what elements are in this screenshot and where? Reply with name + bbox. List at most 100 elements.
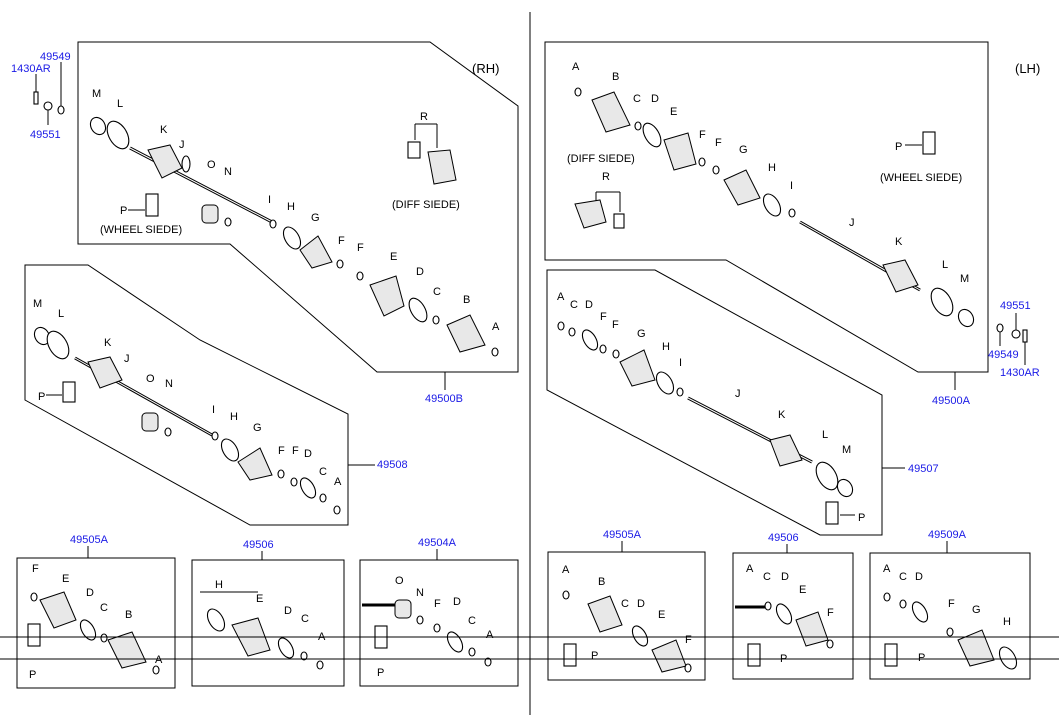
svg-text:A: A	[883, 563, 891, 575]
svg-text:C: C	[468, 615, 476, 627]
svg-text:F: F	[357, 242, 364, 254]
box-49505a-right	[547, 551, 706, 681]
svg-text:M: M	[33, 298, 42, 310]
svg-text:A: A	[562, 564, 570, 576]
pn-49508: 49508	[377, 459, 408, 471]
box-49506-right	[732, 552, 854, 680]
svg-text:N: N	[416, 587, 424, 599]
svg-text:R: R	[420, 111, 428, 123]
boot-g	[299, 235, 333, 269]
svg-text:G: G	[637, 328, 646, 340]
part-p-lh	[922, 131, 936, 155]
ring-m	[89, 116, 107, 136]
wheel-side-rh: (WHEEL SIEDE)	[100, 224, 182, 236]
svg-text:I: I	[679, 357, 682, 369]
svg-text:A: A	[557, 291, 565, 303]
svg-text:P: P	[858, 512, 865, 524]
svg-text:C: C	[899, 571, 907, 583]
svg-text:H: H	[1003, 616, 1011, 628]
pn-49551-left: 49551	[30, 129, 61, 141]
svg-text:M: M	[92, 88, 101, 100]
pn-49549-left: 49549	[40, 51, 71, 63]
svg-text:F: F	[948, 598, 955, 610]
svg-text:D: D	[453, 596, 461, 608]
svg-text:C: C	[633, 93, 641, 105]
svg-text:D: D	[637, 598, 645, 610]
svg-text:N: N	[224, 166, 232, 178]
svg-text:C: C	[319, 466, 327, 478]
svg-text:R: R	[602, 171, 610, 183]
svg-text:D: D	[304, 448, 312, 460]
svg-text:C: C	[763, 571, 771, 583]
svg-text:O: O	[395, 575, 404, 587]
svg-text:C: C	[570, 299, 578, 311]
svg-text:K: K	[160, 124, 168, 136]
ring-h	[282, 226, 302, 250]
ring-l	[106, 120, 130, 150]
pn-1430ar-right: 1430AR	[1000, 367, 1040, 379]
svg-text:A: A	[155, 654, 163, 666]
svg-text:G: G	[972, 604, 981, 616]
rh-label: (RH)	[472, 61, 499, 76]
svg-text:D: D	[416, 266, 424, 278]
svg-text:C: C	[433, 286, 441, 298]
svg-text:E: E	[256, 593, 263, 605]
svg-text:F: F	[32, 563, 39, 575]
svg-text:I: I	[212, 404, 215, 416]
svg-text:F: F	[292, 445, 299, 457]
inner-joint-b	[446, 314, 486, 353]
svg-text:A: A	[492, 321, 500, 333]
svg-text:E: E	[799, 584, 806, 596]
box-49509a	[869, 552, 1031, 680]
svg-text:F: F	[278, 445, 285, 457]
svg-text:I: I	[268, 194, 271, 206]
svg-text:H: H	[215, 579, 223, 591]
pn-49551-right: 49551	[1000, 300, 1031, 312]
svg-text:H: H	[662, 341, 670, 353]
pn-49500b: 49500B	[425, 393, 463, 405]
svg-text:E: E	[670, 106, 677, 118]
svg-text:D: D	[781, 571, 789, 583]
panel-49508	[24, 264, 349, 526]
svg-text:D: D	[915, 571, 923, 583]
pn-49505a-right: 49505A	[603, 529, 642, 541]
washer-icon	[57, 105, 65, 115]
svg-text:K: K	[778, 409, 786, 421]
svg-text:D: D	[86, 587, 94, 599]
box-49505a-left	[16, 557, 176, 689]
svg-text:E: E	[390, 251, 397, 263]
svg-text:F: F	[338, 235, 345, 247]
panel-49507	[546, 269, 883, 536]
svg-text:E: E	[658, 609, 665, 621]
box-49506-left	[191, 559, 345, 687]
svg-text:L: L	[117, 98, 123, 110]
svg-text:F: F	[600, 311, 607, 323]
pn-49504a: 49504A	[418, 537, 457, 549]
svg-text:L: L	[58, 308, 64, 320]
svg-text:P: P	[591, 650, 598, 662]
svg-text:A: A	[486, 629, 494, 641]
svg-text:L: L	[822, 429, 828, 441]
wheel-side-lh: (WHEEL SIEDE)	[880, 172, 962, 184]
svg-text:F: F	[685, 634, 692, 646]
pn-49506-left: 49506	[243, 539, 274, 551]
svg-text:H: H	[768, 162, 776, 174]
svg-text:P: P	[38, 391, 45, 403]
svg-text:F: F	[699, 129, 706, 141]
svg-text:J: J	[849, 217, 855, 229]
svg-text:P: P	[918, 652, 925, 664]
svg-text:I: I	[790, 180, 793, 192]
svg-text:J: J	[735, 388, 741, 400]
damper-o	[201, 204, 219, 224]
box-49504a	[359, 559, 519, 687]
svg-text:F: F	[715, 137, 722, 149]
boot-e	[369, 275, 405, 317]
pn-49549-right: 49549	[988, 349, 1019, 361]
svg-text:F: F	[827, 607, 834, 619]
diff-side-rh: (DIFF SIEDE)	[392, 199, 460, 211]
pn-49505a-left: 49505A	[70, 534, 109, 546]
svg-text:G: G	[739, 144, 748, 156]
svg-text:O: O	[146, 373, 155, 385]
svg-text:J: J	[179, 139, 185, 151]
